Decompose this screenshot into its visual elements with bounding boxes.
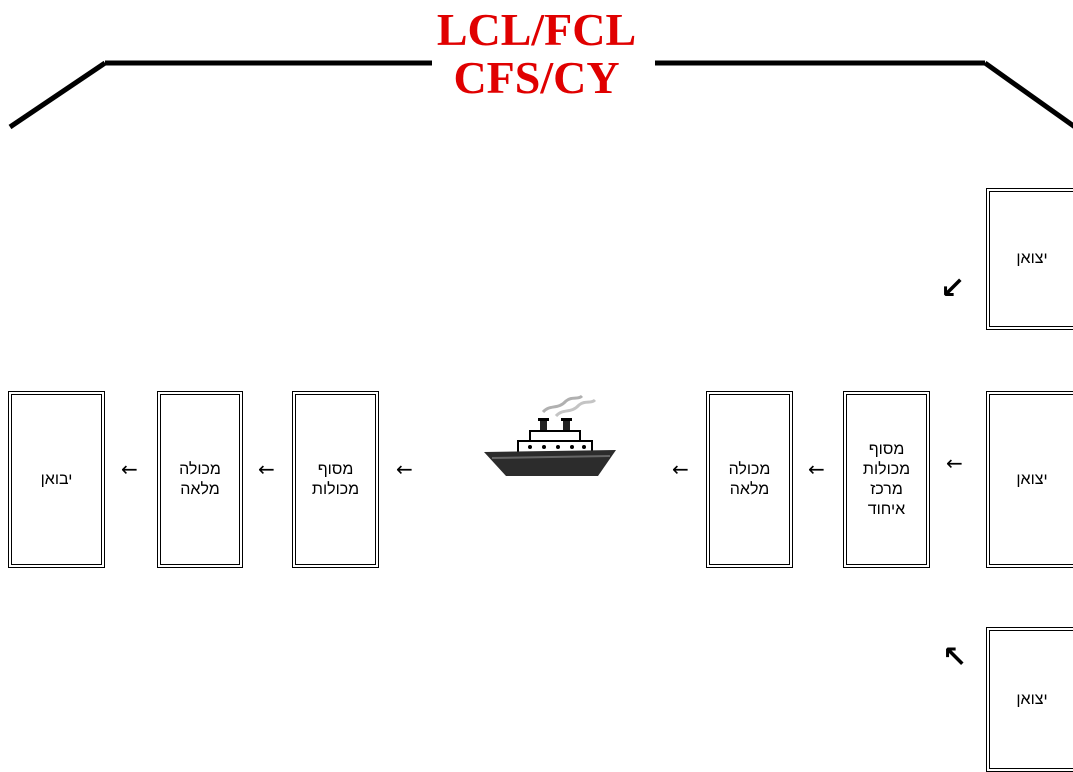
bracket-right-diagonal — [983, 60, 1073, 129]
title-lcl-fcl: LCL/FCL — [436, 4, 637, 55]
consolidation-terminal-label: מסוף מכולות מרכז איחוד — [862, 440, 911, 518]
full-container-export-label: מכולה מלאה — [728, 460, 771, 498]
full-container-import-label: מכולה מלאה — [179, 460, 221, 498]
container-terminal-import-box: מסוף מכולות — [292, 391, 379, 568]
arrow-left-icon: ← — [121, 457, 138, 481]
arrow-left-icon: ← — [946, 451, 963, 475]
arrow-up-left-icon: ↖ — [942, 640, 968, 675]
arrow-down-left-icon: ↙ — [940, 271, 966, 306]
exporter-bottom-label: יצואן — [1016, 690, 1048, 708]
ship-icon — [484, 394, 616, 476]
bracket-left-diagonal — [8, 60, 107, 130]
arrow-left-icon: ← — [672, 457, 689, 481]
arrow-left-icon: ← — [258, 457, 275, 481]
exporter-bottom-box: יצואן — [986, 627, 1073, 772]
importer-label: יבואן — [40, 470, 73, 488]
consolidation-terminal-box: מסוף מכולות מרכז איחוד — [843, 391, 930, 568]
exporter-top-box: יצואן — [986, 188, 1073, 330]
arrow-left-icon: ← — [808, 457, 825, 481]
exporter-top-label: יצואן — [1016, 250, 1048, 267]
arrow-left-icon: ← — [396, 457, 413, 481]
exporter-middle-box: יצואן — [986, 391, 1073, 568]
importer-box: יבואן — [8, 391, 105, 568]
exporter-middle-label: יצואן — [1016, 470, 1048, 488]
container-terminal-import-label: מסוף מכולות — [311, 460, 360, 498]
title-cfs-cy: CFS/CY — [453, 52, 620, 103]
full-container-export-box: מכולה מלאה — [706, 391, 793, 568]
full-container-import-box: מכולה מלאה — [157, 391, 243, 568]
